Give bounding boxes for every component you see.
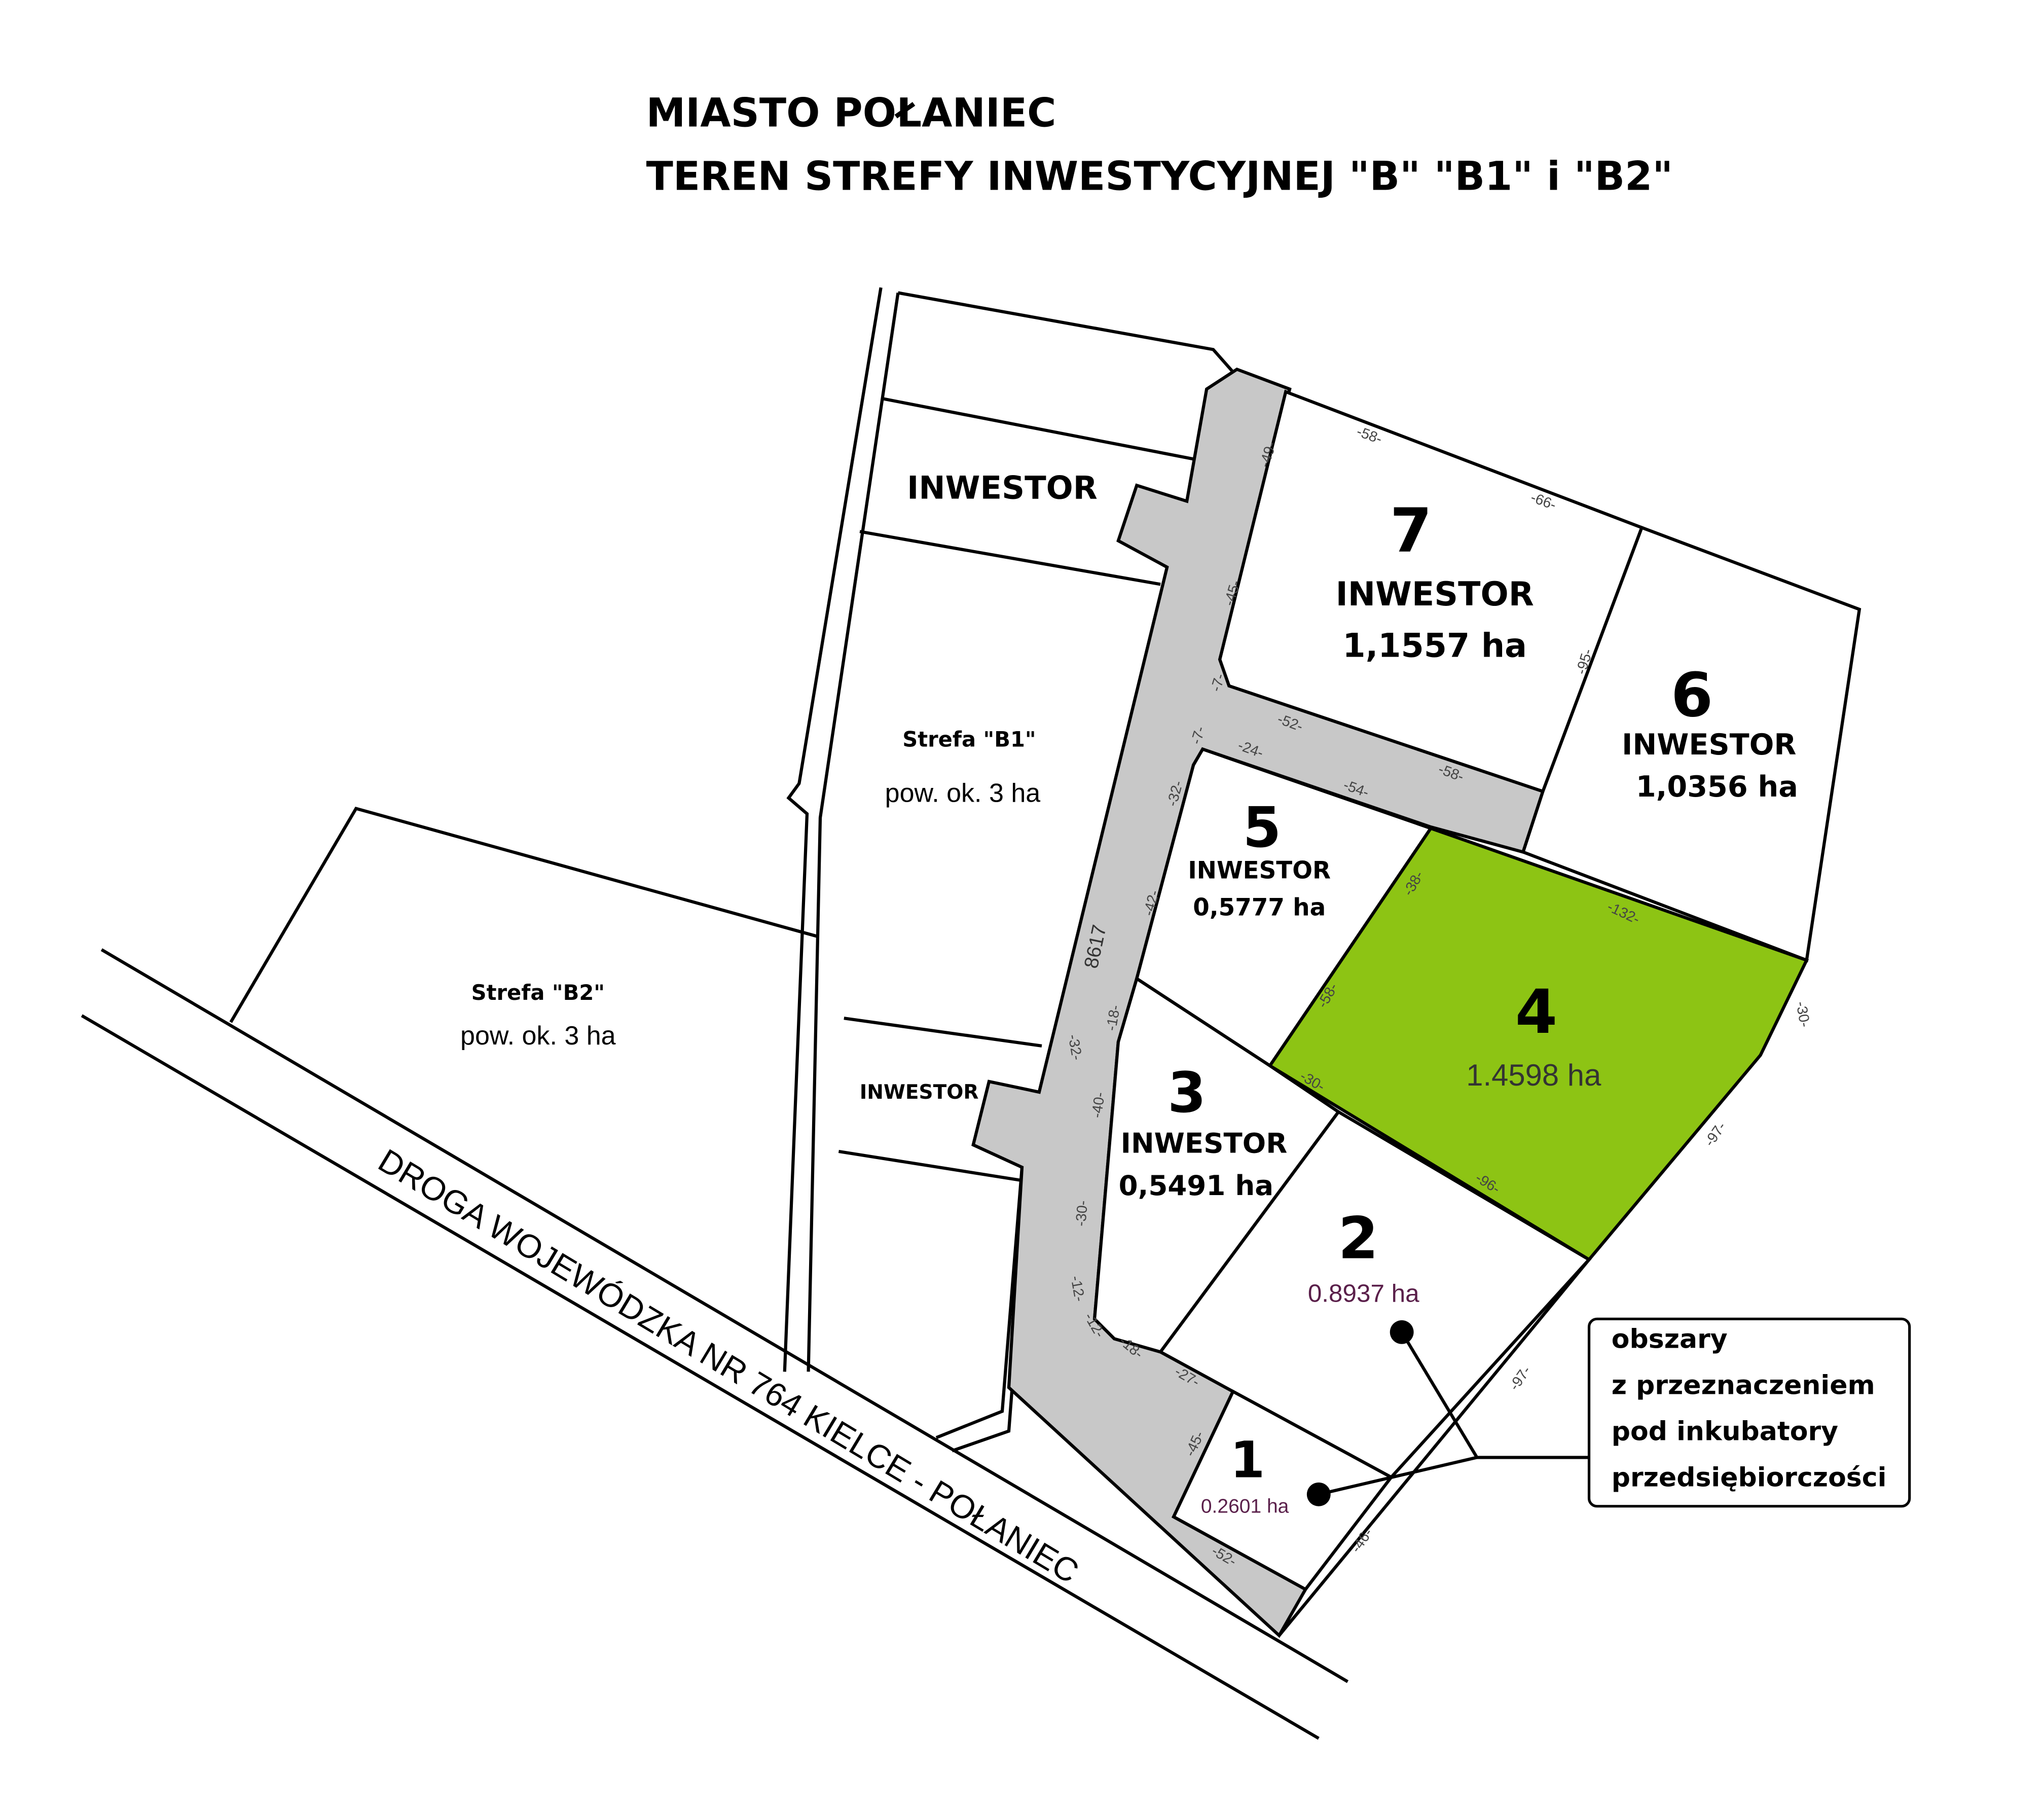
lot-area: 1.4598 ha xyxy=(1466,1058,1601,1092)
lot-number: 1 xyxy=(1230,1431,1265,1489)
lot-owner: INWESTOR xyxy=(1622,728,1796,762)
zone-b2: Strefa "B2" pow. ok. 3 ha xyxy=(229,806,818,1051)
zone-b1-name: Strefa "B1" xyxy=(902,727,1036,751)
lot-owner: INWESTOR xyxy=(1188,857,1331,884)
investor-label-bottom: INWESTOR xyxy=(860,1081,979,1104)
lot-area: 1,1557 ha xyxy=(1342,627,1527,665)
lot-4-label: 4 1.4598 ha xyxy=(1466,977,1601,1092)
investor-label-top: INWESTOR xyxy=(907,469,1098,506)
lot-number: 7 xyxy=(1390,495,1432,566)
lot-number: 6 xyxy=(1671,661,1713,731)
lot-number: 2 xyxy=(1338,1205,1379,1272)
legend-line: obszary xyxy=(1612,1324,1728,1355)
legend-box: obszary z przeznaczeniem pod inkubatory … xyxy=(1587,1317,1911,1508)
lot-6-label: 6 INWESTOR 1,0356 ha xyxy=(1622,661,1798,804)
zone-b2-area: pow. ok. 3 ha xyxy=(460,1021,616,1051)
lot-1-label: 1 0.2601 ha xyxy=(1201,1431,1289,1517)
zone-b1: INWESTOR Strefa "B1" pow. ok. 3 ha INWES… xyxy=(783,287,1234,1453)
lot-number: 4 xyxy=(1515,977,1557,1048)
lot-3-label: 3 INWESTOR 0,5491 ha xyxy=(1119,1061,1288,1202)
legend-leaders xyxy=(1306,1320,1589,1506)
lot-area: 0,5777 ha xyxy=(1193,894,1326,921)
lot-owner: INWESTOR xyxy=(1121,1127,1288,1160)
lot-1[interactable] xyxy=(1172,1389,1394,1592)
legend-line: z przeznaczeniem xyxy=(1612,1371,1875,1401)
legend-line: przedsiębiorczości xyxy=(1612,1463,1887,1493)
lot-owner: INWESTOR xyxy=(1336,575,1534,614)
lot-number: 3 xyxy=(1167,1061,1206,1125)
lot-3[interactable] xyxy=(1092,976,1341,1354)
lot-7-label: 7 INWESTOR 1,1557 ha xyxy=(1336,495,1534,665)
lot-7[interactable] xyxy=(1218,389,1644,794)
legend-line: pod inkubatory xyxy=(1612,1417,1838,1447)
lot-area: 0,5491 ha xyxy=(1119,1169,1273,1202)
lot-area: 0.2601 ha xyxy=(1201,1496,1289,1518)
lot-area: 0.8937 ha xyxy=(1308,1279,1419,1307)
lot-6[interactable] xyxy=(1521,525,1862,963)
lot-2-label: 2 0.8937 ha xyxy=(1308,1205,1419,1308)
lot-4[interactable] xyxy=(1267,826,1809,1262)
map-title-zone: TEREN STREFY INWESTYCYJNEJ "B" "B1" i "B… xyxy=(646,154,1673,200)
map-title-city: MIASTO POŁANIEC xyxy=(646,91,1056,136)
dimension-label: -40- xyxy=(1088,1091,1108,1119)
lot-number: 5 xyxy=(1243,796,1281,860)
dimension-label: -30- xyxy=(1073,1200,1091,1227)
zone-b1-area: pow. ok. 3 ha xyxy=(885,779,1041,808)
lot-area: 1,0356 ha xyxy=(1636,770,1798,804)
lot-5-label: 5 INWESTOR 0,5777 ha xyxy=(1188,796,1331,921)
zone-b2-name: Strefa "B2" xyxy=(471,980,605,1005)
